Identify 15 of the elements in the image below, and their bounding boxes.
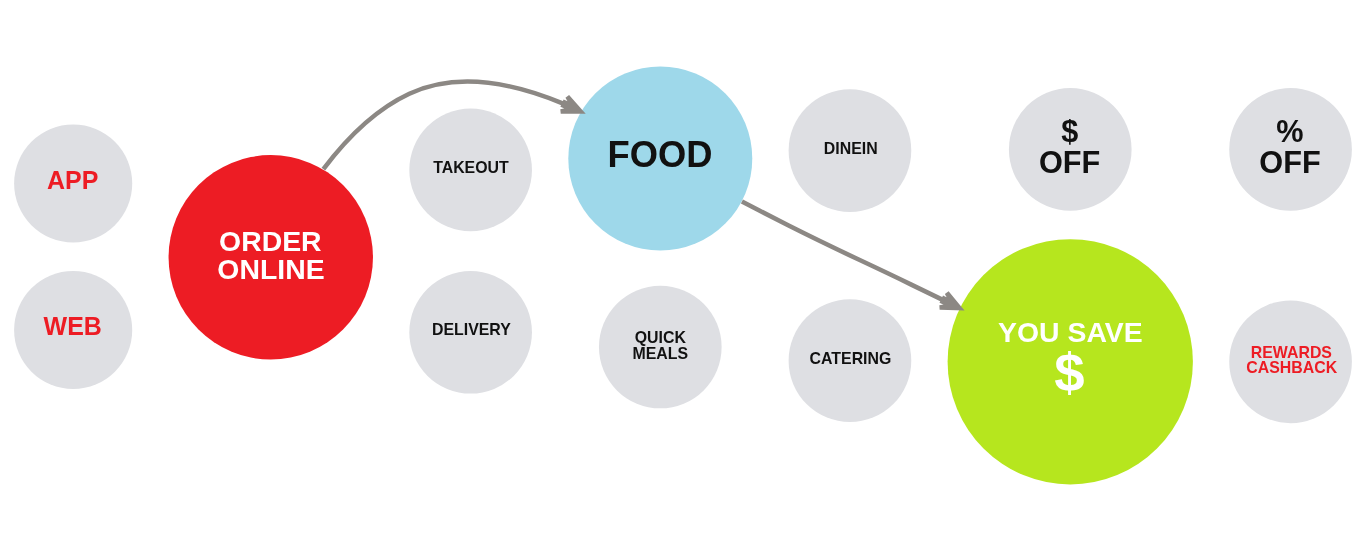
arrow — [740, 199, 962, 310]
node-circle: QUICK MEALS — [598, 285, 722, 408]
node-circle: TAKEOUT — [409, 108, 532, 231]
node-circle: REWARDS CASHBACK — [1229, 300, 1352, 423]
node-circle: DINEIN — [788, 88, 912, 212]
node-circle: WEB — [14, 270, 133, 389]
node-circle: YOU SAVE $ — [947, 238, 1193, 484]
node-circle: $ OFF — [1008, 87, 1132, 211]
node-circle: CATERING — [788, 298, 912, 422]
node-circle: ORDER ONLINE — [168, 154, 373, 360]
node-circle: DELIVERY — [409, 270, 532, 394]
node-circle: APP — [14, 123, 133, 243]
node-circle: FOOD — [568, 66, 753, 250]
arrow — [321, 79, 583, 171]
node-circle: % OFF — [1229, 87, 1352, 211]
